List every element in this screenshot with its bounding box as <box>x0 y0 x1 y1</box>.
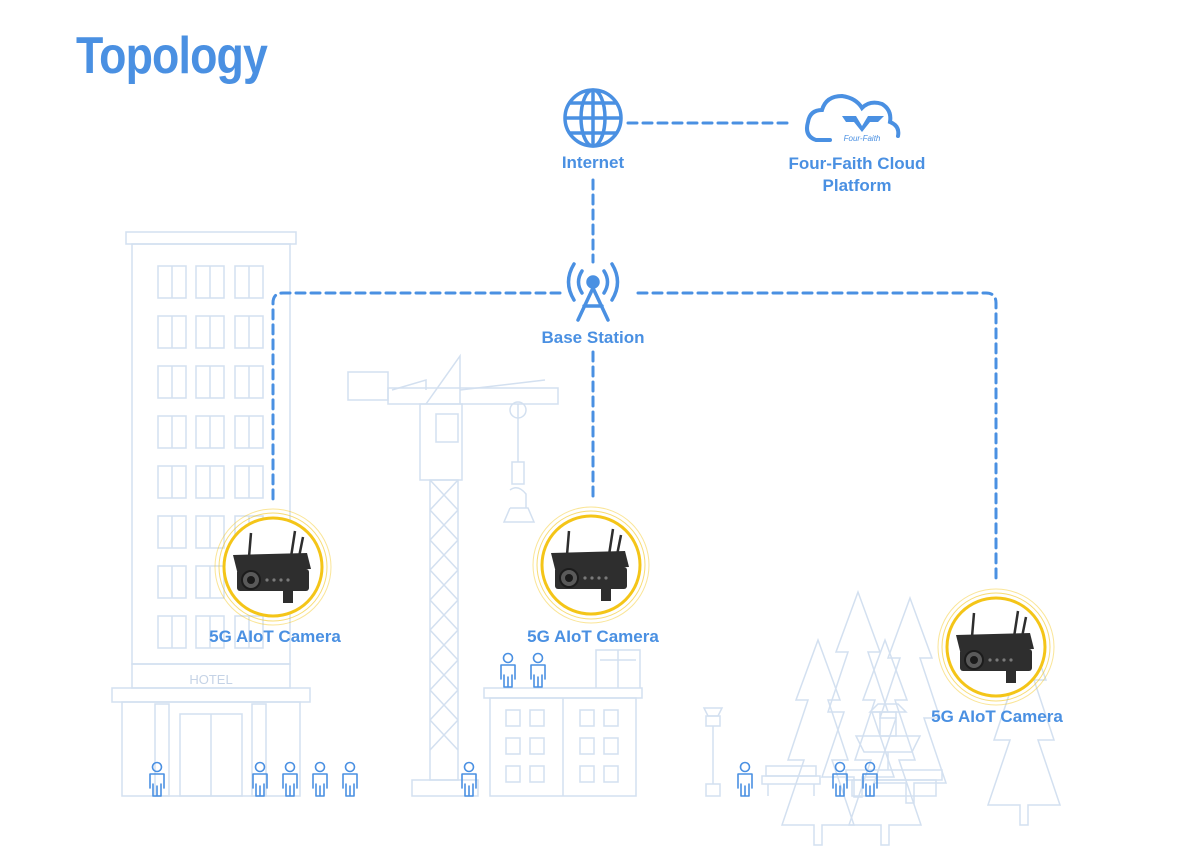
cloud-logo-icon: Four-Faith <box>805 93 901 143</box>
person-icon <box>342 761 358 797</box>
camera-badge-2 <box>532 506 650 624</box>
globe-icon <box>563 88 623 148</box>
internet-label: Internet <box>561 153 625 172</box>
tower-crane <box>347 353 559 797</box>
camera-1-label: 5G AIoT Camera <box>209 627 341 646</box>
camera-2-label: 5G AIoT Camera <box>527 627 659 646</box>
hotel-sign: HOTEL <box>189 672 232 687</box>
person-icon <box>832 761 848 797</box>
cloud-platform-label-line2: Platform <box>822 176 892 195</box>
person-icon <box>737 761 753 797</box>
people-group <box>149 652 878 797</box>
camera-badge-3 <box>937 588 1055 706</box>
low-building <box>483 649 643 797</box>
antenna-tower-icon <box>566 262 620 322</box>
person-icon <box>282 761 298 797</box>
link-basestation-camera-1 <box>271 291 562 502</box>
cloud-logo-text: Four-Faith <box>844 134 881 143</box>
camera-icon <box>956 610 1034 683</box>
person-icon <box>252 761 268 797</box>
link-basestation-camera-3 <box>636 291 998 582</box>
camera-3-label: 5G AIoT Camera <box>931 707 1063 726</box>
cloud-platform-label-line1: Four-Faith Cloud <box>788 154 926 173</box>
park-scene <box>702 591 1061 846</box>
base-station-label: Base Station <box>541 328 645 347</box>
person-icon <box>530 652 546 688</box>
connection-lines <box>271 121 998 582</box>
person-icon <box>149 761 165 797</box>
camera-icon <box>233 530 311 603</box>
person-icon <box>312 761 328 797</box>
page-title: Topology <box>76 27 268 85</box>
camera-icon <box>551 528 629 601</box>
person-icon <box>500 652 516 688</box>
hotel-building <box>111 231 311 797</box>
cloud-platform-label: Four-Faith Cloud Platform <box>772 154 942 196</box>
camera-badge-1 <box>214 508 332 626</box>
